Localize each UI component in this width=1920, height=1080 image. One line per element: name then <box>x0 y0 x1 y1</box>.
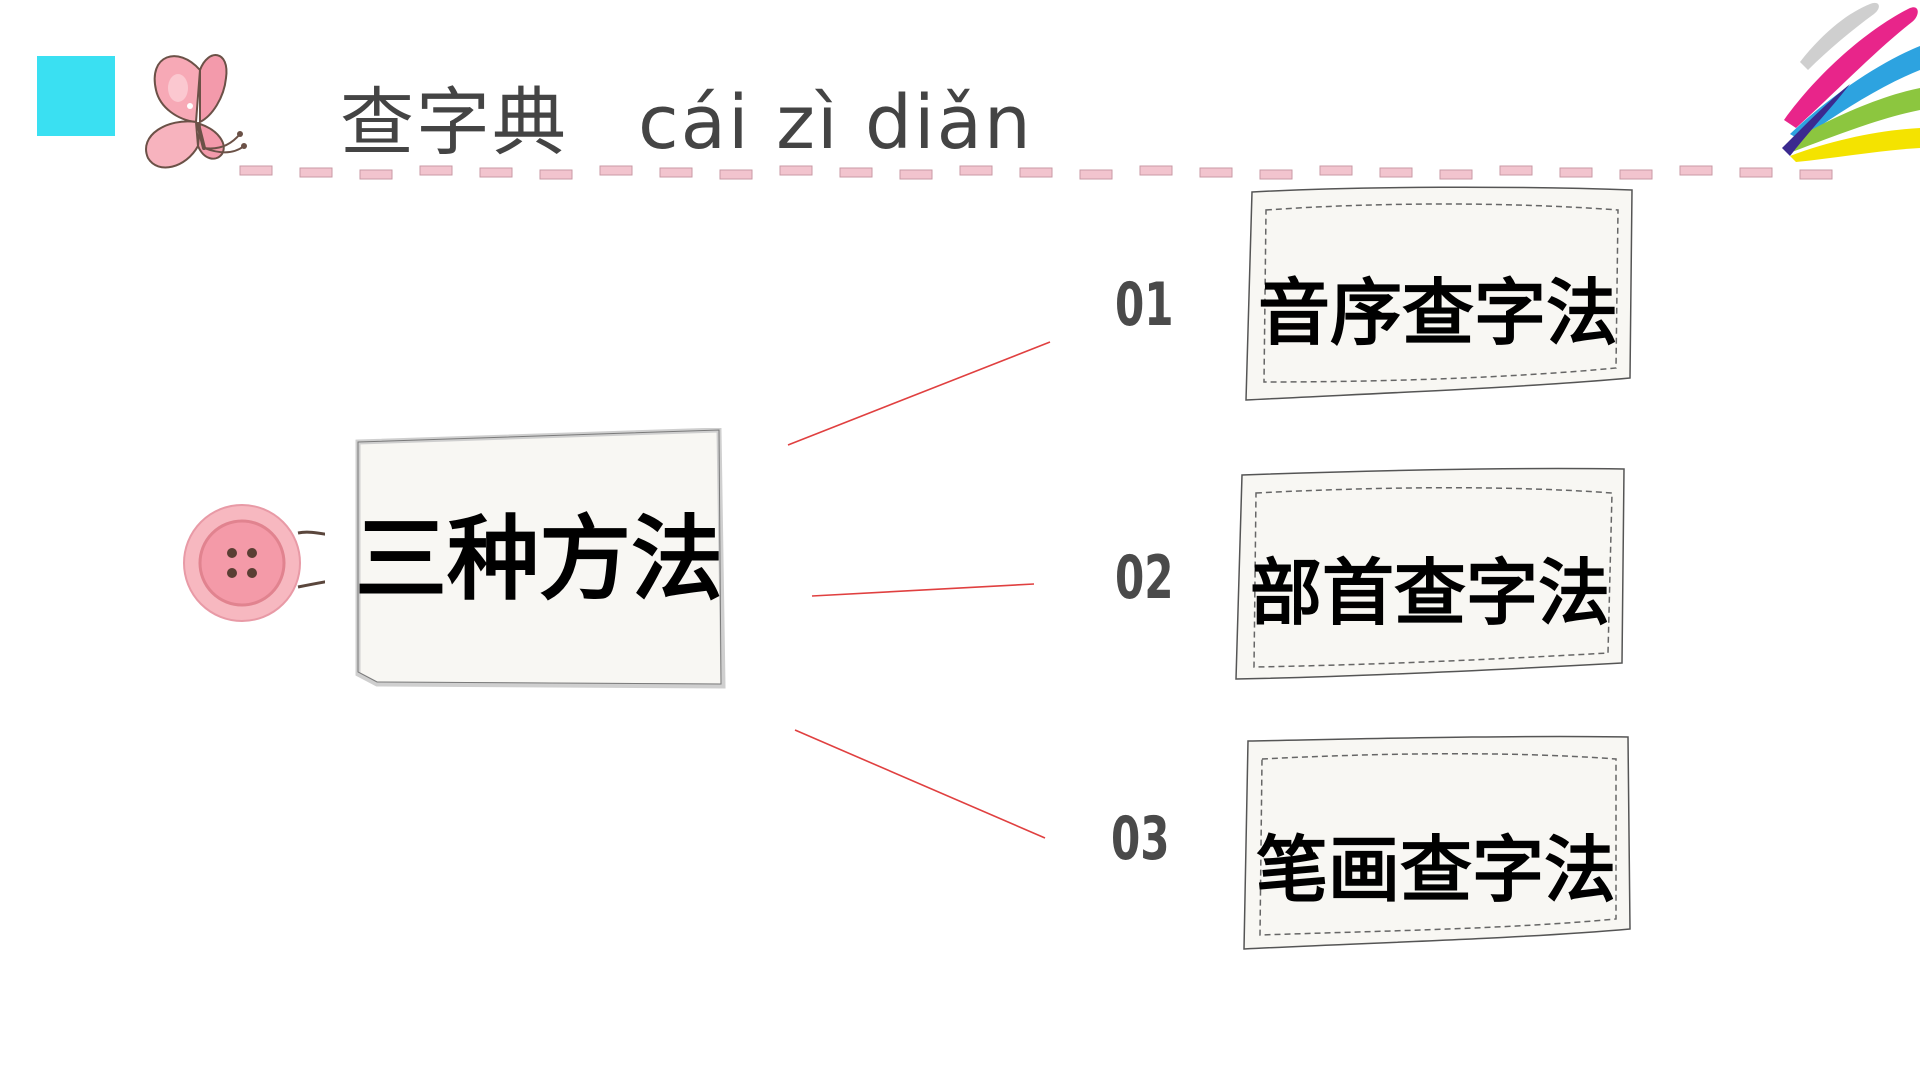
divider-dash <box>959 165 993 176</box>
divider-dash <box>1559 167 1593 178</box>
divider-dash <box>299 167 333 178</box>
divider-dash <box>1019 167 1053 178</box>
method-label-02: 部首查字法 <box>1249 551 1610 635</box>
connector-line-01 <box>787 341 1051 446</box>
butterfly-icon <box>145 54 247 169</box>
divider-dash <box>239 165 273 176</box>
divider-dash <box>1199 167 1233 178</box>
method-number-02: 02 <box>1115 543 1174 613</box>
divider-dash <box>1259 169 1293 180</box>
dashed-divider <box>239 165 1833 180</box>
brush-stripes-logo <box>1782 2 1920 162</box>
button-icon <box>183 504 325 622</box>
divider-dash <box>719 169 753 180</box>
divider-dash <box>419 165 453 176</box>
title-hanzi: 查字典 <box>340 80 568 166</box>
method-label-01: 音序查字法 <box>1257 271 1618 355</box>
divider-dash <box>779 165 813 176</box>
method-number-01: 01 <box>1115 270 1174 340</box>
divider-dash <box>1799 169 1833 180</box>
center-card <box>355 428 726 689</box>
divider-dash <box>539 169 573 180</box>
method-card-02 <box>1235 467 1625 680</box>
divider-dash <box>479 167 513 178</box>
divider-dash <box>1679 165 1713 176</box>
connector-line-03 <box>794 729 1046 839</box>
divider-dash <box>1739 167 1773 178</box>
method-card-01 <box>1245 186 1633 401</box>
title-pinyin: cái zì diǎn <box>638 80 1033 166</box>
divider-dash <box>1499 165 1533 176</box>
divider-dash <box>359 169 393 180</box>
divider-dash <box>1619 169 1653 180</box>
method-label-03: 笔画查字法 <box>1255 828 1616 912</box>
divider-dash <box>599 165 633 176</box>
page-title: 查字典 cái zì diǎn <box>340 78 1033 168</box>
divider-dash <box>899 169 933 180</box>
method-number-03: 03 <box>1111 804 1170 874</box>
divider-dash <box>1139 165 1173 176</box>
method-card-03 <box>1243 735 1631 950</box>
connector-line-02 <box>811 583 1035 597</box>
divider-dash <box>659 167 693 178</box>
divider-dash <box>1319 165 1353 176</box>
divider-dash <box>1439 169 1473 180</box>
divider-dash <box>839 167 873 178</box>
center-label: 三种方法 <box>355 506 724 613</box>
divider-dash <box>1079 169 1113 180</box>
divider-dash <box>1379 167 1413 178</box>
accent-square <box>37 56 115 136</box>
